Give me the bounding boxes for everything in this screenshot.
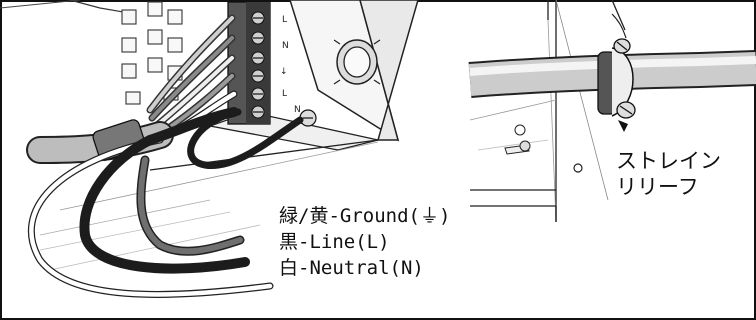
terminal-mark-4: L — [282, 89, 287, 99]
ground-wire — [137, 157, 243, 255]
enclosure-interior: L N ↓ L N — [0, 0, 419, 298]
terminal-block — [227, 1, 317, 127]
neutral-wire — [29, 137, 273, 297]
internal-components — [121, 1, 183, 105]
terminal-markings: L N ↓ L N — [280, 15, 301, 115]
strain-relief-detail — [468, 0, 756, 223]
label-strain-relief-1: ストレイン — [616, 149, 721, 173]
strain-relief-clamp — [597, 0, 636, 132]
line-wire — [79, 135, 250, 274]
terminal-mark-2: N — [282, 41, 289, 51]
conduit-fitting — [333, 39, 381, 85]
label-ground-wire: 緑/黄-Ground(⏚) — [279, 205, 451, 227]
label-line-wire: 黒-Line(L) — [279, 231, 390, 253]
terminal-mark-1: L — [282, 15, 287, 25]
terminal-mark-5: N — [294, 105, 301, 115]
label-strain-relief-2: リリーフ — [616, 175, 699, 199]
label-neutral-wire: 白-Neutral(N) — [279, 257, 424, 279]
terminal-mark-3: ↓ — [280, 67, 288, 77]
